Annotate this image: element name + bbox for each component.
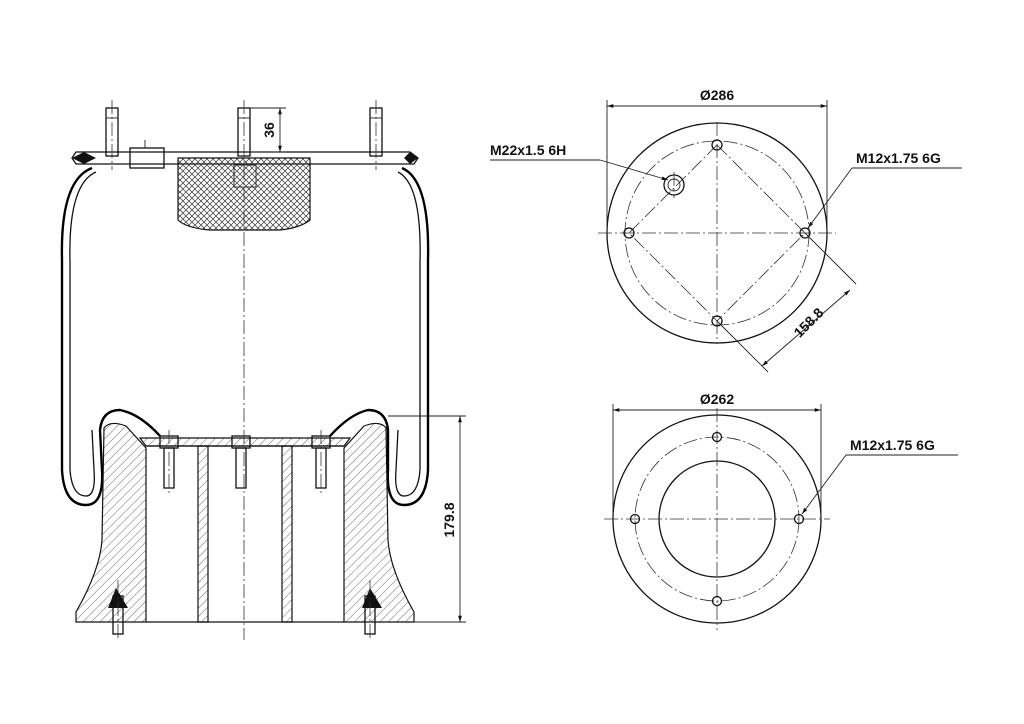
- bottom-stud-thread-label: M12x1.75 6G: [850, 437, 935, 453]
- air-thread-label: M22x1.5 6H: [490, 142, 566, 158]
- side-view: 36 179.8: [60, 100, 466, 640]
- piston: [75, 422, 415, 623]
- bottom-diameter-label: Ø262: [700, 391, 734, 407]
- bottom-plate-view: Ø262 M12x1.75 6G: [604, 391, 958, 630]
- stud-height-label: 36: [261, 122, 277, 138]
- top-diameter-label: Ø286: [700, 87, 734, 103]
- stud-height-dimension: 36: [250, 107, 286, 153]
- height-label: 179.8: [441, 502, 457, 537]
- bellows: [60, 166, 430, 507]
- piston-studs: [108, 435, 382, 635]
- top-plate: [71, 140, 419, 169]
- height-dimension: 179.8: [388, 415, 466, 623]
- top-plate-view: Ø286 M22x1.5 6H M12x1.75 6G 158.8: [490, 87, 962, 373]
- top-stud-thread-label: M12x1.75 6G: [856, 150, 941, 166]
